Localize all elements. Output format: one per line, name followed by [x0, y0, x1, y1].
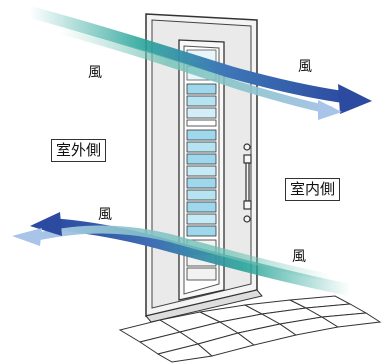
outside-label: 室外側	[51, 139, 107, 162]
wind-arrow-lower-tail	[12, 228, 42, 246]
wind-label-bottom-right: 風	[292, 249, 306, 265]
wind-label-bottom-left: 風	[98, 207, 112, 223]
wind-arrow-lower-head	[30, 212, 62, 236]
wind-label-top-left: 風	[88, 65, 102, 81]
wind-stream-lower	[12, 212, 356, 296]
inside-label: 室内側	[285, 178, 341, 201]
wind-label-top-right: 風	[298, 59, 312, 75]
wind-arrow-upper-tail	[318, 100, 342, 120]
wind-arrow-upper-head	[338, 84, 372, 114]
floor-tiles	[118, 295, 382, 363]
wind-stream-upper	[24, 6, 372, 120]
door-threshold	[145, 289, 263, 323]
door-handle	[243, 143, 252, 223]
